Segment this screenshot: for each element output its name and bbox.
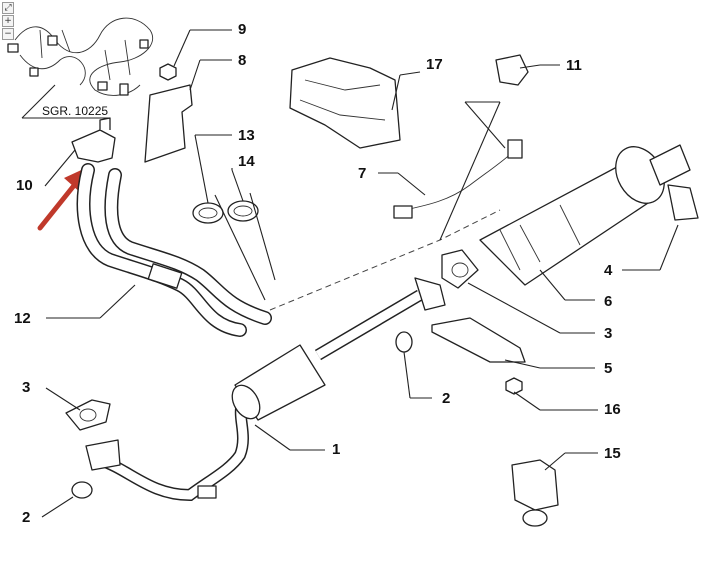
part-13-clamp — [192, 202, 224, 224]
callout-5: 5 — [604, 360, 612, 377]
callout-12: 12 — [14, 310, 31, 327]
wiring-harness — [7, 17, 153, 96]
part-2-ring-left — [71, 481, 93, 499]
callout-2: 2 — [22, 509, 30, 526]
part-3-gasket-right — [441, 249, 479, 289]
part-3-gasket-left — [65, 399, 111, 431]
expand-icon[interactable]: ⤢ — [2, 2, 14, 14]
callout-4: 4 — [604, 262, 613, 279]
zoom-out-icon[interactable]: − — [2, 28, 14, 40]
callout-6: 6 — [604, 293, 612, 310]
leader-harness — [21, 84, 56, 119]
callout-3: 3 — [22, 379, 30, 396]
callout-13: 13 — [238, 127, 255, 144]
part-7-sensor — [393, 139, 523, 219]
part-4-hanger — [667, 184, 699, 221]
callout-11: 11 — [566, 57, 582, 74]
callout-1: 1 — [332, 441, 340, 458]
callout-8: 8 — [238, 52, 246, 69]
callout-2: 2 — [442, 390, 450, 407]
part-6-dpf — [479, 144, 691, 286]
part-16-nut — [505, 377, 523, 395]
callout-7: 7 — [358, 165, 366, 182]
callout-14: 14 — [238, 153, 255, 170]
part-15-hanger — [511, 459, 559, 527]
callout-15: 15 — [604, 445, 621, 462]
part-9-nut — [159, 63, 177, 81]
callout-3: 3 — [604, 325, 612, 342]
part-1-exhaust-pipe — [85, 277, 446, 502]
callout-16: 16 — [604, 401, 621, 418]
callout-labels: 1 2 2 3 3 4 5 6 7 8 9 10 11 12 13 14 15 … — [14, 21, 621, 526]
callout-17: 17 — [426, 56, 443, 73]
part-17-heat-shield — [289, 57, 401, 149]
zoom-in-icon[interactable]: + — [2, 15, 14, 27]
harness-ref-label: SGR. 10225 — [42, 104, 108, 118]
part-5-bracket — [431, 317, 526, 363]
leader-lines — [41, 29, 679, 518]
part-12-pipes — [76, 163, 272, 337]
part-11-mount — [495, 54, 529, 86]
part-10-sensor — [71, 117, 116, 163]
callout-9: 9 — [238, 21, 246, 38]
part-8-bracket — [144, 84, 193, 163]
callout-10: 10 — [16, 177, 33, 194]
part-2-ring-right — [395, 331, 413, 353]
